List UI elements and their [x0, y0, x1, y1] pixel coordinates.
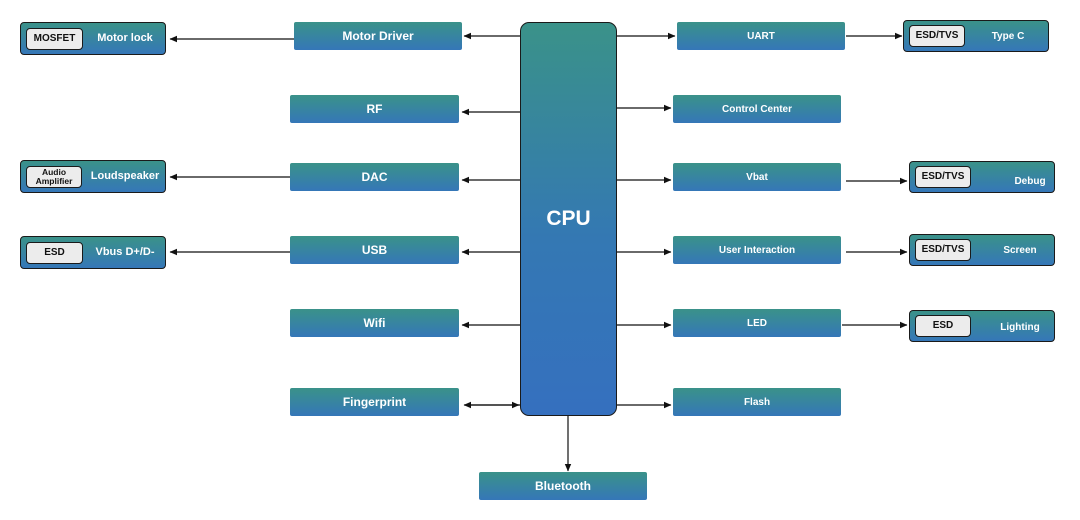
motor-lock-module: MOSFET Motor lock: [20, 22, 166, 55]
cpu-label: CPU: [546, 207, 591, 230]
debug-label: Debug: [1014, 175, 1046, 187]
audio-amplifier-chip: Audio Amplifier: [26, 166, 82, 188]
mosfet-chip: MOSFET: [26, 28, 83, 50]
type-c-label: Type C: [991, 30, 1025, 42]
vbat-block: Vbat: [673, 163, 841, 191]
esd-chip: ESD: [915, 315, 971, 337]
motor-driver-block: Motor Driver: [294, 22, 462, 50]
rf-label: RF: [366, 102, 383, 116]
esd-chip: ESD: [26, 242, 83, 264]
dac-label: DAC: [361, 170, 388, 184]
flash-label: Flash: [743, 396, 771, 408]
wifi-block: Wifi: [290, 309, 459, 337]
screen-module: ESD/TVS Screen: [909, 234, 1055, 266]
led-block: LED: [673, 309, 841, 337]
fingerprint-block: Fingerprint: [290, 388, 459, 416]
lighting-module: ESD Lighting: [909, 310, 1055, 342]
motor-lock-label: Motor lock: [97, 32, 153, 45]
type-c-module: ESD/TVS Type C: [903, 20, 1049, 52]
motor-driver-label: Motor Driver: [342, 29, 414, 43]
loudspeaker-label: Loudspeaker: [90, 170, 160, 183]
led-label: LED: [747, 317, 767, 329]
fingerprint-label: Fingerprint: [342, 395, 407, 409]
esd-tvs-chip: ESD/TVS: [915, 166, 971, 188]
usb-block: USB: [290, 236, 459, 264]
debug-module: ESD/TVS Debug: [909, 161, 1055, 193]
vbat-label: Vbat: [746, 171, 768, 183]
vbus-label: Vbus D+/D-: [95, 246, 155, 259]
esd-tvs-chip: ESD/TVS: [915, 239, 971, 261]
control-center-block: Control Center: [673, 95, 841, 123]
uart-block: UART: [677, 22, 845, 50]
lighting-label: Lighting: [1000, 321, 1040, 333]
bluetooth-block: Bluetooth: [479, 472, 647, 500]
esd-tvs-chip: ESD/TVS: [909, 25, 965, 47]
rf-block: RF: [290, 95, 459, 123]
usb-label: USB: [361, 243, 388, 257]
user-interaction-block: User Interaction: [673, 236, 841, 264]
control-center-label: Control Center: [722, 103, 792, 115]
flash-block: Flash: [673, 388, 841, 416]
dac-block: DAC: [290, 163, 459, 191]
bluetooth-label: Bluetooth: [535, 479, 591, 493]
uart-label: UART: [747, 30, 775, 42]
wifi-label: Wifi: [363, 316, 386, 330]
loudspeaker-module: Audio Amplifier Loudspeaker: [20, 160, 166, 193]
cpu-block: CPU: [520, 22, 617, 416]
user-interaction-label: User Interaction: [718, 244, 796, 256]
vbus-module: ESD Vbus D+/D-: [20, 236, 166, 269]
screen-label: Screen: [1003, 244, 1037, 256]
